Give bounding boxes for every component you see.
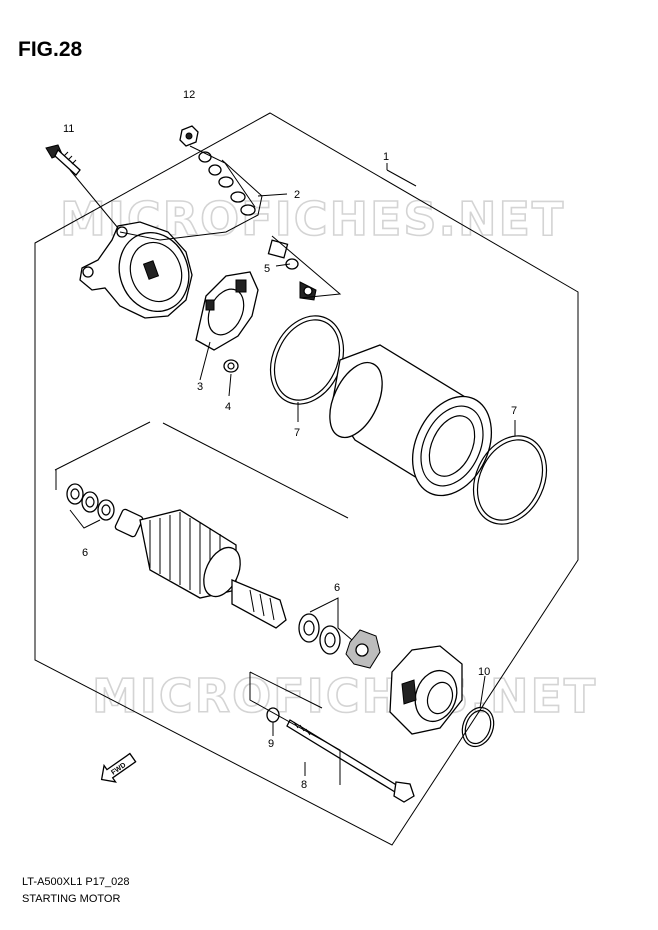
callout-6-left: 6 [82, 547, 88, 559]
fwd-arrow-icon: FWD [100, 752, 137, 783]
figure-name: STARTING MOTOR [22, 893, 121, 905]
callout-2: 2 [294, 189, 300, 201]
terminal-parts [267, 239, 317, 301]
assembly-outline [34, 112, 579, 846]
callout-8: 8 [301, 779, 307, 791]
bolt-11 [45, 144, 81, 176]
callout-7-right: 7 [511, 405, 517, 417]
callout-11: 11 [63, 123, 74, 135]
fwd-label: FWD [110, 762, 127, 777]
through-bolt-8 [286, 719, 415, 803]
washer-stack-6-left [66, 483, 115, 521]
o-ring-10 [461, 706, 495, 748]
callout-5: 5 [264, 263, 270, 275]
figure-code: LT-A500XL1 P17_028 [22, 876, 130, 888]
callout-1: 1 [383, 151, 389, 163]
rear-housing [79, 221, 193, 319]
watermark-bottom: MICROFICHES.NET [92, 669, 597, 723]
nut-12 [179, 125, 199, 147]
callout-6-right: 6 [334, 582, 340, 594]
callout-12: 12 [183, 89, 195, 101]
o-ring-7-lower [472, 435, 548, 525]
callout-9: 9 [268, 738, 274, 750]
spring-4 [223, 359, 239, 373]
front-bracket [389, 645, 463, 735]
leader-lines [69, 145, 516, 776]
callout-7-upper: 7 [294, 427, 300, 439]
motor-yoke [329, 344, 492, 497]
armature-group-outline [54, 421, 349, 519]
figure-title: FIG.28 [18, 38, 83, 61]
bolt-group-outline [249, 671, 341, 785]
brush-holder-3 [195, 271, 259, 351]
washer-stack-6-right [298, 613, 381, 669]
armature [114, 508, 287, 629]
callout-10: 10 [478, 666, 490, 678]
callout-3: 3 [197, 381, 203, 393]
washer-stack-2 [198, 151, 256, 216]
callout-4: 4 [225, 401, 231, 413]
